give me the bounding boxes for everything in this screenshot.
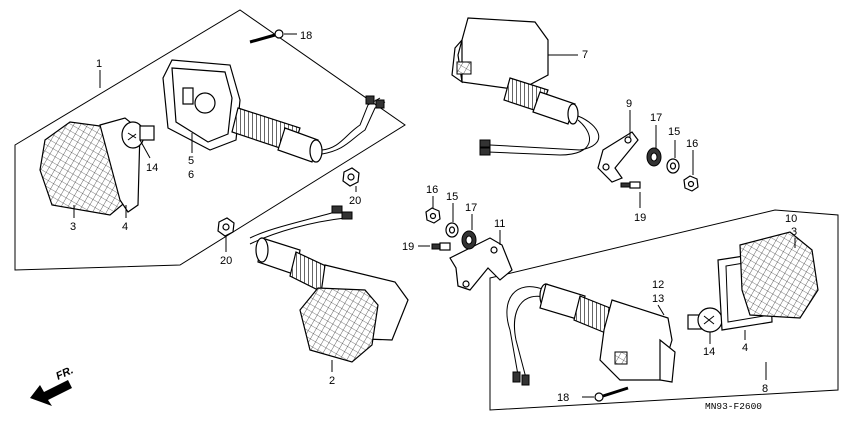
- bulb-14-right: [687, 307, 723, 333]
- housing-5-left: [162, 59, 241, 151]
- callout-labels: 1 2 3 3 4 4 5 6 7 8 9 10 11 12 13 14 14 …: [70, 30, 797, 404]
- screw-18-top: [249, 29, 284, 44]
- leader-lines: [73, 54, 796, 380]
- callout-15: 15: [446, 191, 458, 203]
- callout-13: 13: [652, 293, 664, 305]
- wires-left: [321, 97, 386, 155]
- nut-20-upper: [342, 167, 360, 187]
- callout-14: 14: [703, 346, 715, 358]
- direction-label: FR.: [54, 364, 75, 382]
- callout-12: 12: [652, 279, 664, 291]
- callout-15: 15: [668, 126, 680, 138]
- callout-6: 6: [188, 169, 194, 181]
- diagram-code: MN93-F2600: [705, 401, 762, 412]
- winker-rear-right: [506, 231, 819, 386]
- stalk-left: [231, 107, 323, 163]
- bulb-14-left: [121, 121, 155, 149]
- collar-17-center: [461, 230, 477, 250]
- callout-2: 2: [329, 375, 335, 387]
- callout-19: 19: [402, 241, 414, 253]
- bracket-9: [597, 131, 639, 183]
- washer-15-upper: [666, 158, 680, 174]
- callout-20: 20: [220, 255, 232, 267]
- callout-8: 8: [762, 383, 768, 395]
- callout-19: 19: [634, 212, 646, 224]
- nut-16-center: [425, 207, 441, 224]
- front-direction-arrow-icon: [30, 380, 72, 406]
- callout-10: 10: [785, 213, 797, 225]
- callout-1: 1: [96, 58, 102, 70]
- lens-2-rear-left: [299, 287, 379, 363]
- callout-18: 18: [300, 30, 312, 42]
- winker-front-right: [451, 17, 600, 156]
- collar-17-upper: [646, 147, 662, 167]
- screw-19-upper: [620, 181, 641, 189]
- callout-11: 11: [494, 218, 505, 230]
- callout-3: 3: [70, 221, 76, 233]
- washer-15-center: [445, 222, 459, 238]
- callout-17: 17: [465, 202, 477, 214]
- winker-rear-left: [249, 205, 409, 363]
- nut-20-lower: [217, 217, 235, 237]
- rear-right-assembly-outline: [489, 209, 839, 411]
- callout-20: 20: [349, 195, 361, 207]
- callout-17: 17: [650, 112, 662, 124]
- callout-4: 4: [742, 342, 748, 354]
- bracket-11: [449, 237, 513, 291]
- callout-14: 14: [146, 162, 158, 174]
- front-left-assembly-outline: [14, 9, 406, 271]
- screw-18-bottom: [594, 386, 629, 402]
- lens-3-right: [739, 231, 819, 319]
- nut-16-upper: [683, 175, 699, 192]
- callout-9: 9: [626, 98, 632, 110]
- callout-5: 5: [188, 155, 194, 167]
- screw-19-center: [431, 242, 451, 251]
- callout-16: 16: [686, 138, 698, 150]
- callout-18: 18: [557, 392, 569, 404]
- callout-3: 3: [791, 226, 797, 238]
- callout-4: 4: [122, 221, 128, 233]
- winker-front-left: [39, 59, 386, 216]
- callout-16: 16: [426, 184, 438, 196]
- callout-7: 7: [582, 49, 588, 61]
